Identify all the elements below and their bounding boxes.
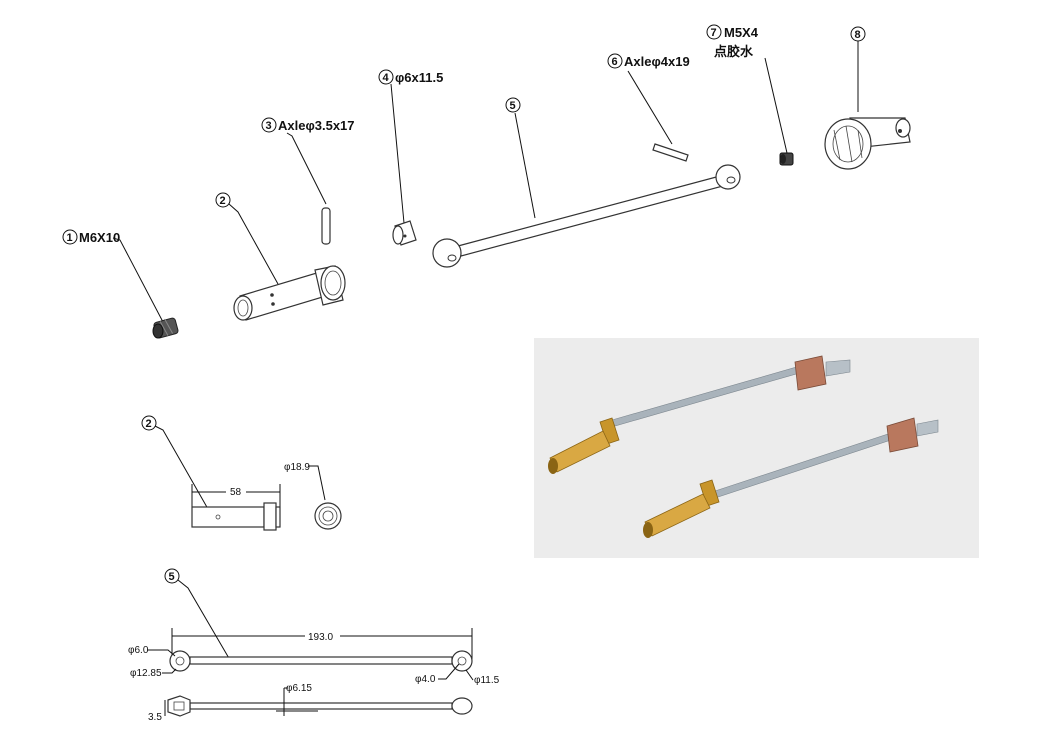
part-6-axle: 6 Axleφ4x19 xyxy=(607,53,690,162)
svg-text:M6X10: M6X10 xyxy=(79,230,120,245)
svg-text:5: 5 xyxy=(510,100,516,112)
part-5-dogbone: 5 xyxy=(432,97,741,268)
svg-text:φ11.5: φ11.5 xyxy=(474,675,500,686)
svg-text:3.5: 3.5 xyxy=(148,712,162,723)
svg-text:点胶水: 点胶水 xyxy=(714,44,754,59)
svg-text:5: 5 xyxy=(169,571,175,583)
svg-text:7: 7 xyxy=(711,27,717,39)
part-7-set-screw: 7 M5X4 点胶水 xyxy=(706,24,794,166)
svg-text:2: 2 xyxy=(220,195,226,207)
svg-text:φ4.0: φ4.0 xyxy=(415,674,436,685)
svg-text:Axleφ4x19: Axleφ4x19 xyxy=(624,54,690,69)
svg-text:M5X4: M5X4 xyxy=(724,25,759,40)
part-8-drive-cup: 8 xyxy=(824,26,911,170)
svg-text:3: 3 xyxy=(266,120,272,132)
svg-text:Axleφ3.5x17: Axleφ3.5x17 xyxy=(278,118,355,133)
svg-text:4: 4 xyxy=(383,72,390,84)
svg-text:φ12.85: φ12.85 xyxy=(130,668,162,679)
svg-text:58: 58 xyxy=(230,487,242,498)
detail-2-drawing: 2 58 φ18.9 xyxy=(141,415,342,531)
part-3-axle: 3 Axleφ3.5x17 xyxy=(261,117,355,245)
detail-5-drawing: 5 193.0 φ6.0 φ12.85 φ4.0 φ11.5 φ6.15 3.5 xyxy=(128,568,500,723)
part-2-outdrive: 2 xyxy=(215,192,346,321)
svg-text:φ6.0: φ6.0 xyxy=(128,645,149,656)
part-1-set-screw: 1 M6X10 xyxy=(62,229,179,339)
svg-text:193.0: 193.0 xyxy=(308,632,333,643)
svg-text:2: 2 xyxy=(146,418,152,430)
part-4-bushing: 4 φ6x11.5 xyxy=(378,69,443,246)
svg-text:8: 8 xyxy=(855,29,861,41)
svg-text:1: 1 xyxy=(67,232,73,244)
svg-text:φ6x11.5: φ6x11.5 xyxy=(395,70,443,85)
svg-text:6: 6 xyxy=(612,56,618,68)
svg-text:φ18.9: φ18.9 xyxy=(284,462,310,473)
svg-text:φ6.15: φ6.15 xyxy=(286,683,312,694)
